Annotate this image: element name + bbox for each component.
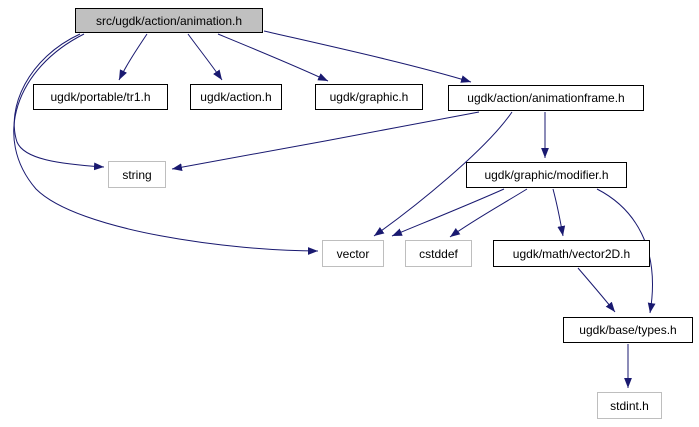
- graph-node-action[interactable]: ugdk/action.h: [190, 84, 282, 110]
- edge-modifier-vector2d: [552, 188, 566, 237]
- graph-node-vector2d[interactable]: ugdk/math/vector2D.h: [493, 240, 650, 267]
- edge-animation-string: [13, 33, 105, 171]
- edge-animation-animationframe: [263, 30, 472, 83]
- graph-node-cstddef: cstddef: [405, 240, 472, 267]
- edge-animation-vector: [13, 33, 319, 255]
- graph-node-types[interactable]: ugdk/base/types.h: [563, 317, 693, 343]
- edge-modifier-vector: [391, 188, 505, 237]
- graph-node-stdint: stdint.h: [597, 392, 662, 419]
- edge-modifier-types: [596, 188, 656, 314]
- graph-node-tr1[interactable]: ugdk/portable/tr1.h: [33, 84, 168, 110]
- graph-node-animationframe[interactable]: ugdk/action/animationframe.h: [448, 85, 644, 111]
- edge-vector2d-types: [577, 267, 616, 313]
- graph-node-graphic[interactable]: ugdk/graphic.h: [315, 84, 423, 110]
- graph-node-string: string: [108, 161, 166, 188]
- edge-animation-tr1: [118, 33, 148, 81]
- edge-animationframe-vector: [373, 111, 513, 237]
- edge-animationframe-string: [171, 111, 480, 172]
- edge-animation-graphic: [217, 33, 329, 82]
- graph-node-animation: src/ugdk/action/animation.h: [75, 8, 263, 33]
- edge-animation-action: [187, 33, 223, 81]
- edge-modifier-cstddef: [449, 188, 528, 238]
- graph-node-modifier[interactable]: ugdk/graphic/modifier.h: [466, 162, 627, 188]
- graph-node-vector: vector: [322, 240, 384, 267]
